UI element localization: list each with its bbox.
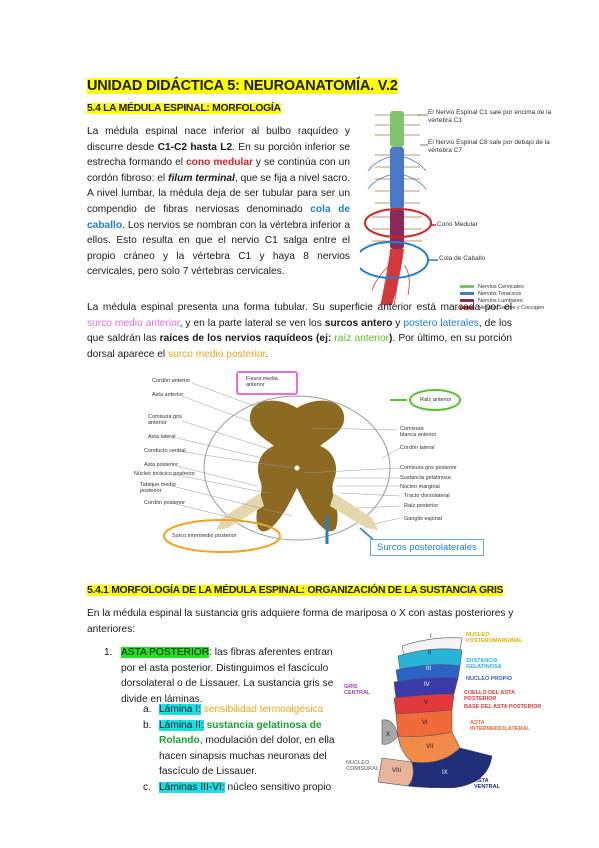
lamina-vii-label: VII (426, 744, 434, 750)
page-title: UNIDAD DIDÁCTICA 5: NEUROANATOMÍA. V.2 (87, 78, 398, 94)
label-ganglio-espinal: Ganglio espinal (404, 516, 442, 522)
label-comisura-gris-anterior: Comisura gris anterior (148, 414, 182, 426)
label-tracto-dorsolateral: Tracto dorsolateral (404, 493, 450, 499)
label-comisura-gris-posterior: Comisura gris posterior (400, 465, 457, 471)
label-sustancia-gelatinosa-fig: SUSTANCIA GELATINOSA (466, 658, 502, 670)
label-c1: El Nervio Espinal C1 sale por encima de … (428, 109, 552, 124)
label-nucleo-comisural: NUCLEO COMISURAL (346, 760, 380, 772)
label-cuello-asta: CUELLO DEL ASTA POSTERIOR (464, 690, 515, 702)
lamina-iv-label: IV (424, 682, 430, 688)
label-nucleo-marginal: Núcleo marginal (400, 484, 440, 490)
label-cola-caballo: Cola de Caballo (439, 255, 486, 262)
section-heading: 5.4 LA MÉDULA ESPINAL: MORFOLOGÍA (87, 103, 281, 114)
label-asta-lateral: Asta lateral (148, 434, 176, 440)
label-c8: El Nervio Espinal C8 sale por debajo de … (428, 139, 550, 154)
label-cono-medular: Cono Medular (437, 221, 478, 228)
label-sustancia-gelatinosa: Sustancia gelatinosa (400, 475, 451, 481)
lamina-iii-label: III (426, 666, 432, 672)
label-nucleo-posteromarginal: NUCLEO POSTEROMARGINAL (466, 632, 523, 644)
label-raiz-posterior: Raíz posterior (404, 503, 439, 509)
paragraph-medula: La médula espinal nace inferior al bulbo… (87, 126, 351, 278)
list-item-laminas-iii-vi: c. Láminas III-VI: núcleo sensitivo prop… (143, 781, 332, 793)
label-raiz-anterior: Raíz anterior (420, 397, 452, 403)
lamina-vi-label: VI (422, 720, 428, 726)
lamina-ix-label: IX (442, 770, 448, 776)
section2-heading: 5.4.1 MORFOLOGÍA DE LA MÉDULA ESPINAL: O… (87, 585, 504, 596)
label-asta-ventral: ASTA VENTRAL (474, 778, 500, 790)
list-item-asta-posterior: 1. ASTA POSTERIOR: las fibras aferentes … (104, 647, 334, 705)
label-nucleo-toracico: Núcleo torácico posterior (134, 471, 195, 477)
callout-surcos: Surcos posterolaterales (370, 539, 484, 556)
label-nucleo-propio: NUCLEO PROPIO (466, 676, 513, 682)
lamina-figure: I II III IV V VI VII VIII IX X NUCLEO PO… (342, 628, 542, 790)
label-base-asta: BASE DEL ASTA POSTERIOR (464, 704, 542, 710)
list-item-lamina-ii: b. Lámina II: sustancia gelatinosa de Ro… (143, 719, 335, 778)
lamina-x-label: X (386, 732, 391, 738)
label-gris-central: GRIS CENTRAL (344, 684, 371, 696)
label-cordon-lateral: Cordón lateral (400, 445, 435, 451)
label-conducto-central: Conducto central (144, 448, 186, 454)
lamina-v-label: V (424, 700, 429, 706)
paragraph-forma-tubular: La médula espinal presenta una forma tub… (87, 302, 512, 360)
label-fisura: Fisura media anterior (246, 376, 278, 388)
label-cordon-posterior: Cordón posterior (144, 500, 185, 506)
section2-intro: En la médula espinal la sustancia gris a… (87, 608, 514, 635)
label-comisura-blanca: Comisura blanca anterior (400, 426, 437, 438)
label-surco-intermedio: Surco intermedio posterior (172, 533, 237, 539)
label-asta-posterior: Asta posterior (144, 462, 178, 468)
lamina-i-label: I (430, 634, 432, 640)
label-cordon-anterior: Cordón anterior (152, 378, 191, 384)
sublist-laminas: a. Lámina I: sensibilidad termoalgésica … (143, 702, 343, 796)
list-item-lamina-i: a. Lámina I: sensibilidad termoalgésica (143, 704, 324, 715)
cross-section-figure: Fisura media anterior Cordón anterior As… (134, 368, 502, 568)
lamina-viii-label: VIII (392, 768, 402, 774)
label-asta-anterior: Asta anterior (152, 392, 184, 398)
spine-legend: Nervios Cervicales Nervios Toracicos Ner… (460, 283, 544, 311)
spine-figure: El Nervio Espinal C1 sale por encima de … (355, 105, 565, 320)
label-tabique: Tabique medio posterior (140, 482, 176, 494)
lamina-ii-label: II (428, 650, 432, 656)
label-asta-intermediolateral: ASTA INTERMEDIOLATERAL (470, 720, 530, 732)
